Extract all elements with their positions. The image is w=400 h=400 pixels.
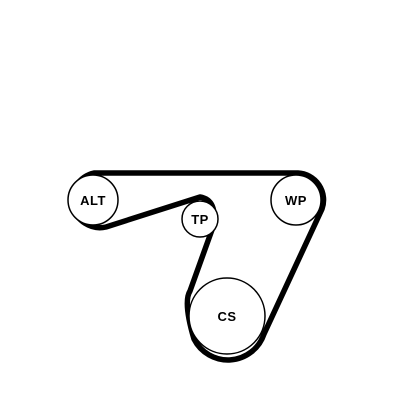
pulley-wp-label: WP (285, 193, 307, 208)
pulley-cs-circle (188, 277, 266, 355)
pulley-alt: ALT (67, 174, 119, 226)
pulley-wp-circle (270, 174, 322, 226)
pulley-cs-label: CS (217, 309, 236, 324)
pulley-tp-circle (181, 200, 219, 238)
pulley-cs: CS (188, 277, 266, 355)
pulley-tp: TP (181, 200, 219, 238)
pulley-alt-circle (67, 174, 119, 226)
pulley-alt-label: ALT (80, 193, 106, 208)
pulley-tp-label: TP (191, 212, 209, 227)
pulley-wp: WP (270, 174, 322, 226)
